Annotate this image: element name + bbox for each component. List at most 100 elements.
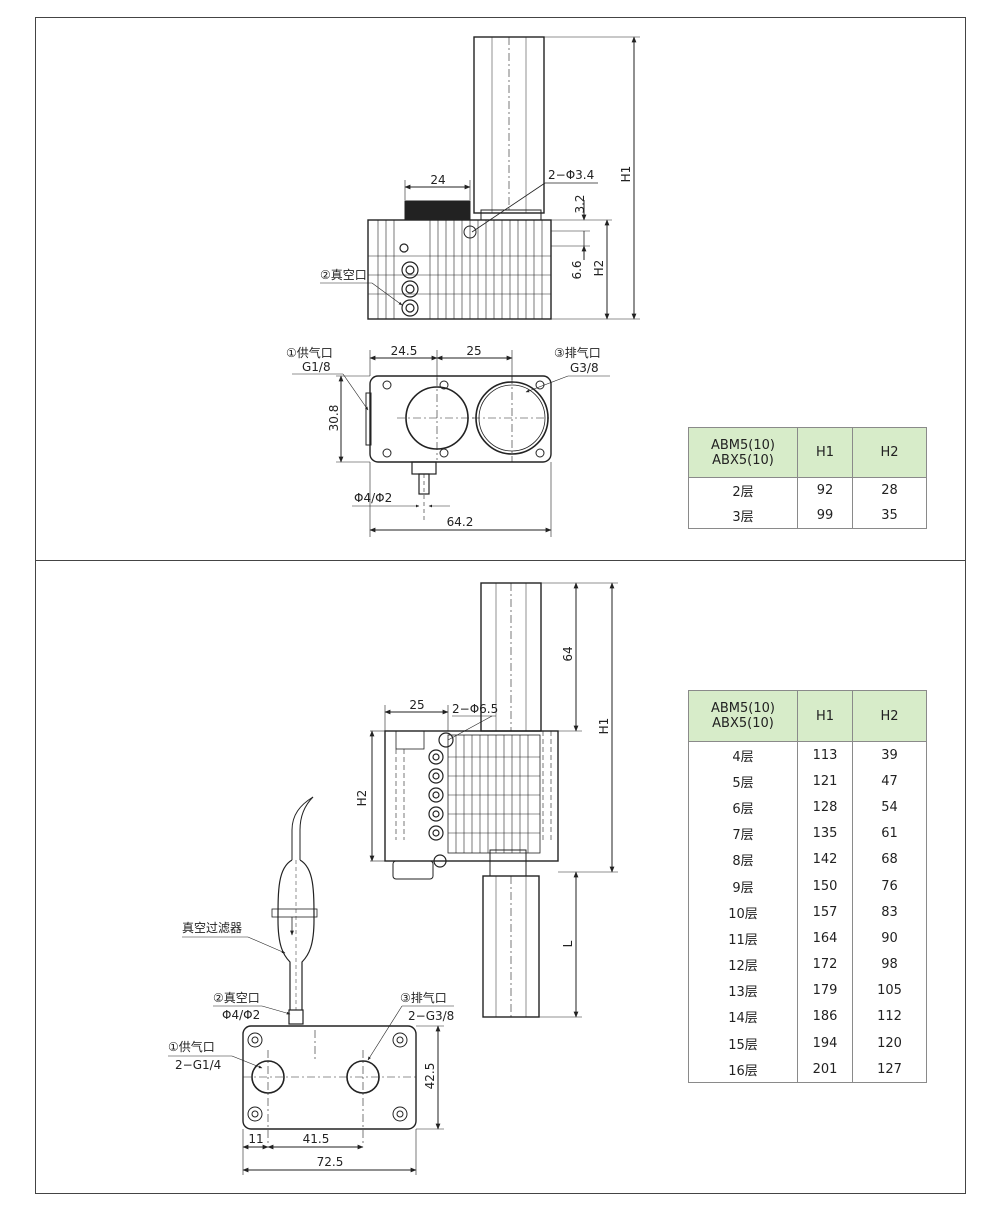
cell-h1: 186 (797, 1003, 853, 1031)
dim-25: 25 (466, 344, 481, 358)
dim-24: 24 (430, 173, 445, 187)
cell-layer: 3层 (688, 503, 798, 529)
dim-b-hole: 2−Φ6.5 (452, 702, 498, 716)
label-b-vacuum: ②真空口 (213, 991, 260, 1005)
dim-b-11: 11 (248, 1132, 263, 1146)
dim-b-64: 64 (561, 646, 575, 661)
table-header-h1: H1 (797, 427, 853, 478)
dim-hole-label: 2−Φ3.4 (548, 168, 594, 182)
cell-h2: 61 (852, 820, 927, 847)
cell-h1: 113 (797, 741, 853, 769)
drawing-frame (35, 17, 966, 1194)
dim-b-l: L (561, 940, 575, 947)
cell-h2: 28 (852, 477, 927, 503)
cell-h2: 47 (852, 768, 927, 795)
dim-b-25: 25 (409, 698, 424, 712)
cell-h1: 128 (797, 794, 853, 821)
cell-h1: 179 (797, 977, 853, 1004)
bottom-technical-drawing: 25 2−Φ6.5 64 H1 H2 L 真空过滤器 ②真空口 Φ4/Φ2 ③排… (168, 582, 618, 1175)
top-technical-drawing: 24 2−Φ3.4 3.2 6.6 H1 H2 ②真空口 ①供气口 G1/8 ③… (286, 36, 640, 537)
cell-h2: 76 (852, 872, 927, 900)
table-row: 3层 99 35 (688, 503, 927, 529)
cell-h1: 121 (797, 768, 853, 795)
cell-layer: 4层 (688, 741, 798, 769)
dim-h2: H2 (592, 260, 606, 277)
header-model-line1: ABM5(10) (711, 701, 775, 716)
cell-h1: 150 (797, 872, 853, 900)
cell-layer: 2层 (688, 477, 798, 503)
label-b-exhaust: ③排气口 (400, 990, 447, 1005)
label-vacuum-port: ②真空口 (320, 268, 367, 282)
table-header-model: ABM5(10) ABX5(10) (688, 427, 798, 478)
cell-h2: 112 (852, 1003, 927, 1031)
dim-3-2: 3.2 (573, 194, 587, 213)
cell-h2: 54 (852, 794, 927, 821)
cell-layer: 8层 (688, 846, 798, 873)
cell-h1: 92 (797, 477, 853, 503)
cell-h2: 35 (852, 503, 927, 529)
cell-layer: 14层 (688, 1003, 798, 1031)
table-header-h1: H1 (797, 690, 853, 742)
cell-h2: 98 (852, 951, 927, 978)
dim-b-72-5: 72.5 (317, 1155, 344, 1169)
dim-b-h1: H1 (597, 718, 611, 735)
table-row: 2层 92 28 (688, 477, 927, 503)
label-supply-thread: G1/8 (302, 360, 331, 374)
cell-h2: 68 (852, 846, 927, 873)
dim-phi: Φ4/Φ2 (354, 491, 392, 505)
cell-h2: 90 (852, 925, 927, 952)
dim-b-41-5: 41.5 (303, 1132, 330, 1146)
table-header-h2: H2 (852, 427, 927, 478)
cell-h2: 120 (852, 1030, 927, 1057)
header-model-line2: ABX5(10) (712, 716, 774, 731)
cell-h2: 83 (852, 899, 927, 926)
cell-layer: 10层 (688, 899, 798, 926)
cell-h1: 164 (797, 925, 853, 952)
cell-h1: 201 (797, 1056, 853, 1084)
cell-h1: 194 (797, 1030, 853, 1057)
cell-layer: 15层 (688, 1030, 798, 1057)
label-b-vacuum-size: Φ4/Φ2 (222, 1008, 260, 1022)
section-divider (35, 560, 966, 561)
dim-30-8: 30.8 (327, 405, 341, 432)
cell-h1: 172 (797, 951, 853, 978)
cell-h2: 39 (852, 741, 927, 769)
cell-h2: 105 (852, 977, 927, 1004)
cell-h2: 127 (852, 1056, 927, 1084)
cell-layer: 7层 (688, 820, 798, 847)
dim-24-5: 24.5 (391, 344, 418, 358)
label-exhaust-thread: G3/8 (570, 361, 599, 375)
label-b-supply: ①供气口 (168, 1039, 215, 1054)
cell-layer: 11层 (688, 925, 798, 952)
cell-layer: 12层 (688, 951, 798, 978)
cell-layer: 16层 (688, 1056, 798, 1084)
label-b-supply-thread: 2−G1/4 (175, 1058, 221, 1072)
cell-layer: 5层 (688, 768, 798, 795)
cell-layer: 9层 (688, 872, 798, 900)
dim-b-h2: H2 (355, 790, 369, 807)
dim-h1: H1 (619, 166, 633, 183)
label-filter: 真空过滤器 (182, 921, 242, 935)
dim-64-2: 64.2 (447, 515, 474, 529)
header-model-line2: ABX5(10) (712, 452, 774, 468)
table-header-h2: H2 (852, 690, 927, 742)
spec-table-2-3-layers: ABM5(10) ABX5(10) H1 H2 2层 92 28 3层 99 3… (688, 427, 927, 529)
cell-h1: 157 (797, 899, 853, 926)
header-model-line1: ABM5(10) (711, 437, 775, 453)
cell-h1: 99 (797, 503, 853, 529)
table-header-model: ABM5(10) ABX5(10) (688, 690, 798, 742)
cell-h1: 142 (797, 846, 853, 873)
